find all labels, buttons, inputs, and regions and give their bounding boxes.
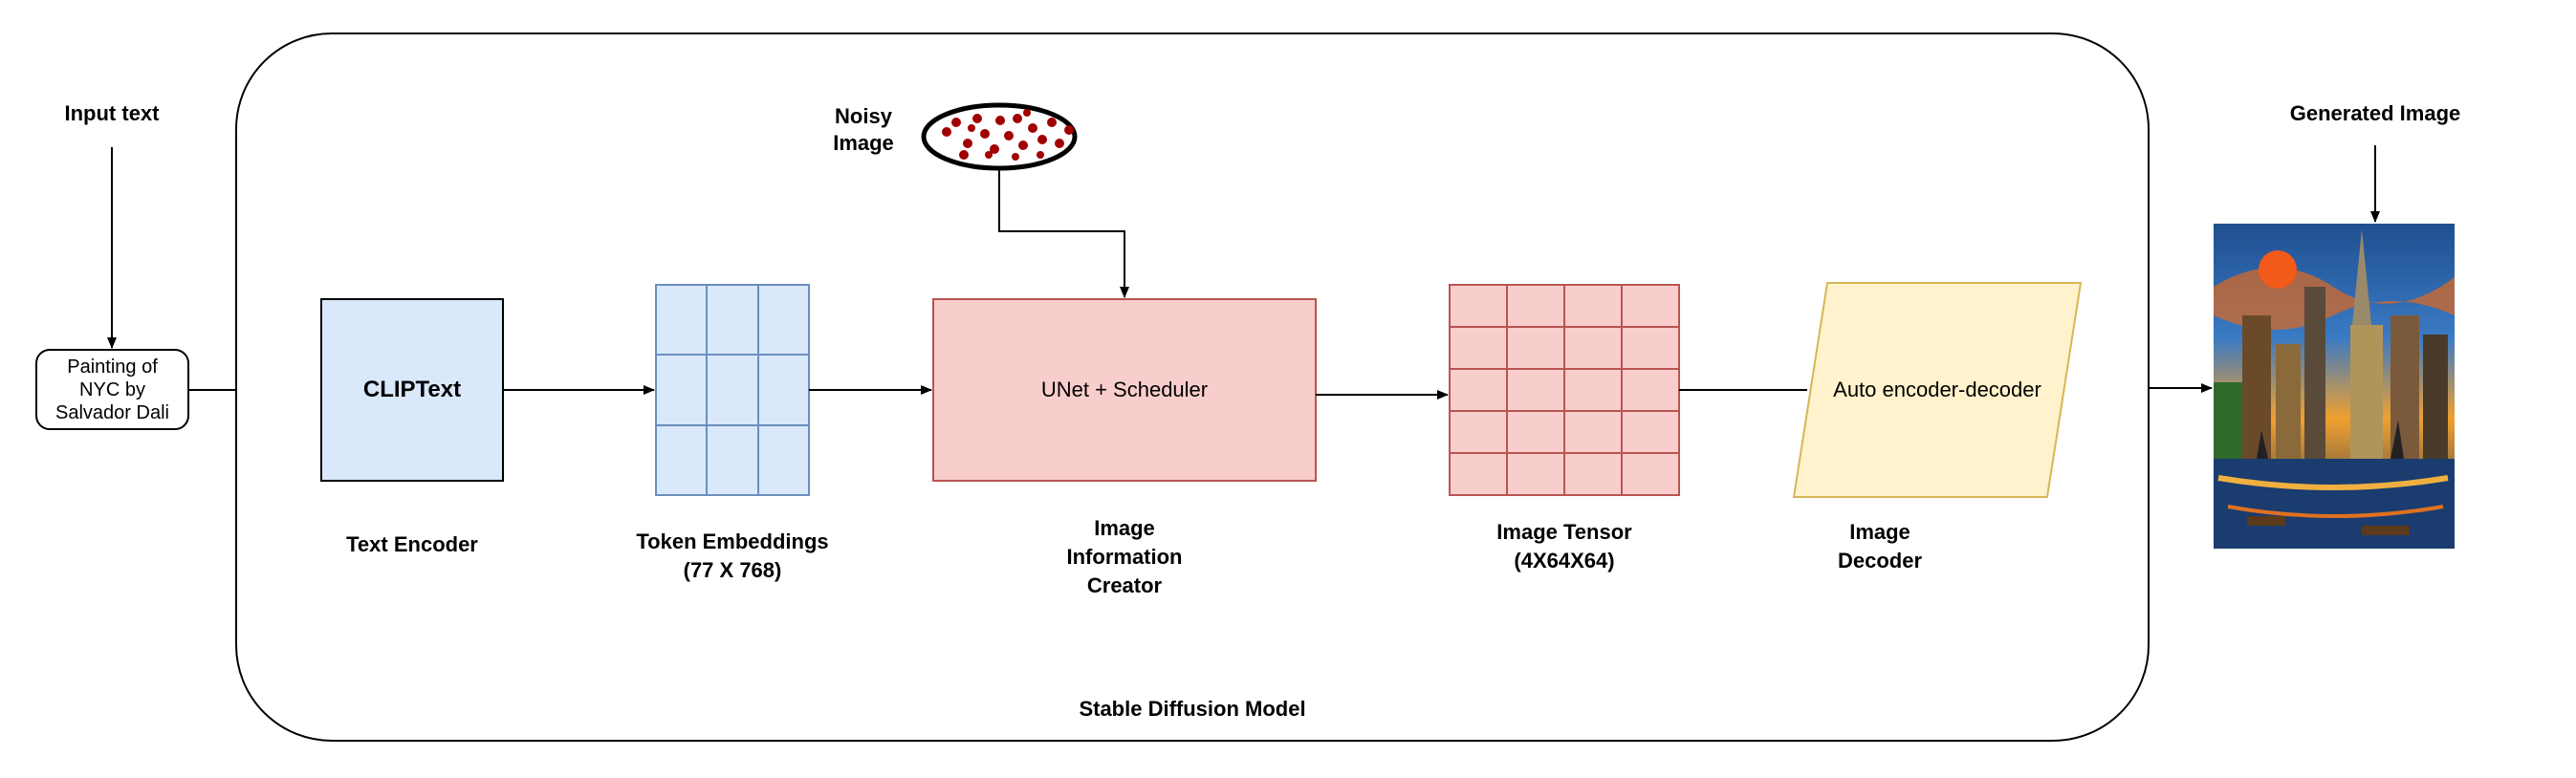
image-decoder-label: Image Decoder	[1837, 520, 1923, 573]
cliptext-box	[320, 298, 504, 482]
text-encoder-label: Text Encoder	[346, 532, 478, 556]
auto-encoder-decoder-shape	[1792, 282, 2083, 498]
image-tensor-grid	[1449, 284, 1680, 496]
generated-image-painting	[2214, 224, 2455, 549]
image-tensor-label: Image Tensor (4X64X64)	[1496, 520, 1632, 573]
prompt-text: Painting of NYC by Salvador Dali	[55, 356, 169, 423]
input-text-label: Input text	[64, 101, 160, 125]
cliptext-label: CLIPText	[362, 377, 462, 402]
noisy-image-ellipse	[921, 102, 1078, 171]
stable-diffusion-model-label: Stable Diffusion Model	[1079, 697, 1306, 721]
noise-dots	[942, 109, 1074, 161]
image-information-creator-label: Image Information Creator	[1066, 516, 1183, 597]
unet-scheduler-label: UNet + Scheduler	[1040, 378, 1209, 401]
connectors	[107, 145, 2380, 400]
arrow-noisy-to-unet	[998, 168, 1129, 298]
auto-encoder-decoder-label: Auto encoder-decoder	[1833, 378, 2041, 401]
token-embeddings-label: Token Embeddings (77 X 768)	[636, 529, 829, 582]
token-embeddings-grid	[655, 284, 810, 496]
unet-scheduler-box	[932, 298, 1317, 482]
noisy-image-label: Noisy Image	[833, 104, 894, 155]
generated-image-label: Generated Image	[2289, 101, 2461, 125]
